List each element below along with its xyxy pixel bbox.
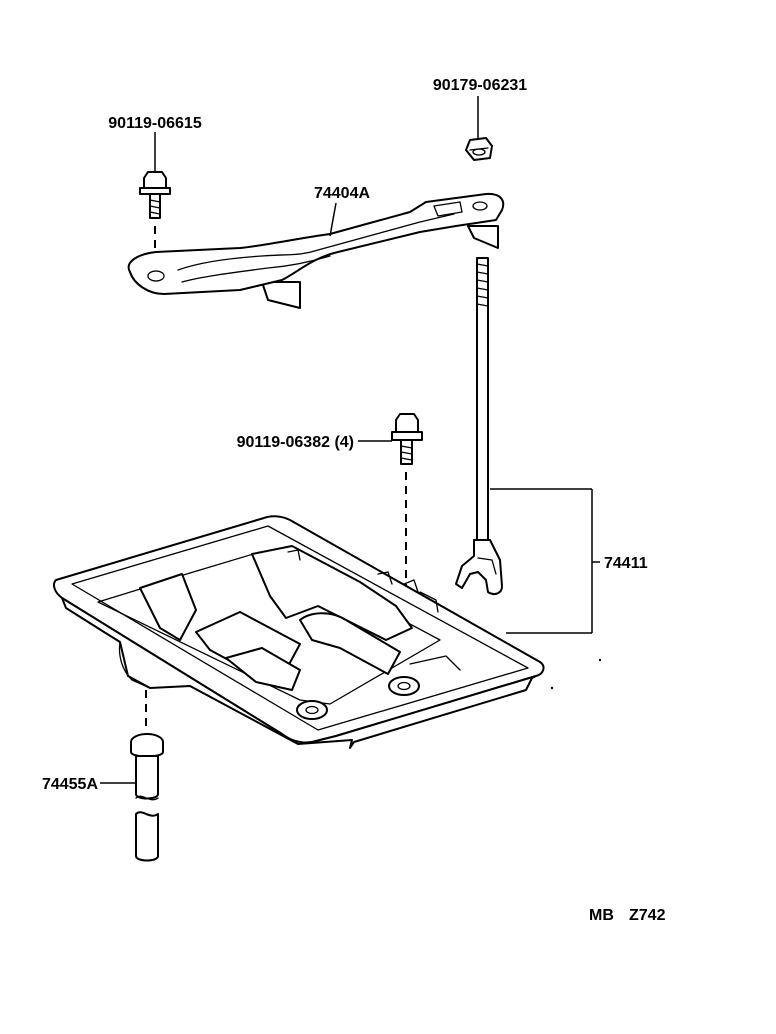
label-hold-down-rod: 74411	[604, 555, 648, 572]
label-nut-top-right: 90179-06231	[433, 77, 527, 94]
label-tray-pin: 74455A	[42, 776, 98, 793]
tray-pin	[100, 733, 164, 862]
bolt-center	[358, 413, 423, 684]
leader-clamp-bar	[329, 202, 337, 237]
bolt-top-left	[139, 132, 171, 262]
diagram-code: Z742	[629, 907, 666, 924]
stray-dot	[550, 686, 554, 690]
diagram-code-prefix: MB	[589, 907, 614, 924]
nut-top-right	[465, 96, 493, 161]
label-bolt-center: 90119-06382 (4)	[237, 434, 354, 451]
battery-tray	[53, 515, 545, 749]
hold-down-rod	[455, 257, 600, 634]
label-clamp-bar: 74404A	[314, 185, 370, 202]
label-bolt-top-left: 90119-06615	[108, 115, 202, 132]
clamp-bar	[127, 192, 505, 309]
stray-dot	[598, 658, 602, 662]
